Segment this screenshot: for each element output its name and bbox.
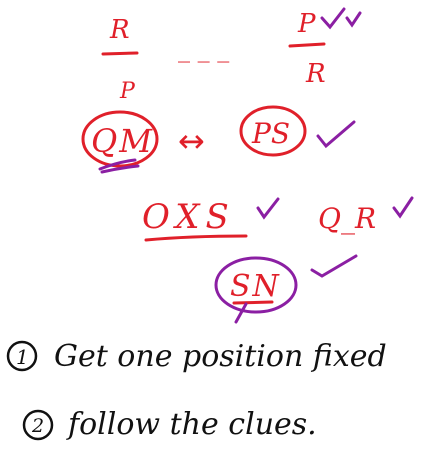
note-number-circle — [22, 409, 54, 441]
circle-qm — [81, 110, 159, 168]
underline-mark — [98, 158, 137, 171]
qm-text: QM — [91, 122, 154, 160]
left-fraction-numerator: R — [109, 15, 130, 45]
underline-mark — [100, 164, 140, 174]
underline-mark — [144, 234, 248, 242]
left-fraction-denominator: P — [119, 79, 136, 104]
fourth-row: SN — [214, 254, 358, 324]
third-row: OXS Q_R — [142, 196, 414, 242]
right-fraction-denominator: R — [305, 59, 326, 89]
sn-text: SN — [230, 269, 281, 304]
note-number: 1 — [16, 345, 29, 369]
checkmark-icon — [256, 197, 280, 220]
q-r-text: Q_R — [318, 202, 376, 235]
checkmark-icon — [310, 254, 358, 278]
right-fraction-numerator: P — [297, 9, 316, 39]
checkmark-icon — [320, 7, 346, 30]
right-fraction-bar — [288, 42, 326, 48]
double-arrow-icon: ↔ — [178, 122, 205, 160]
note-text: follow the clues. — [66, 407, 317, 442]
checkmark-icon — [316, 120, 356, 149]
ps-text: PS — [251, 117, 290, 150]
note-text: Get one position fixed — [54, 339, 387, 374]
notes: 1 Get one position fixed 2 follow the cl… — [6, 339, 387, 442]
underline-mark — [232, 300, 274, 305]
pen-stroke — [234, 302, 248, 324]
left-fraction-bar — [101, 51, 139, 56]
middle-row: P QM ↔ PS — [81, 79, 356, 174]
note-number-circle — [6, 340, 38, 372]
oxs-text: OXS — [142, 197, 235, 237]
blank-dashes: _ _ _ — [178, 35, 229, 63]
top-row: R _ _ _ P R — [101, 7, 362, 89]
note-number: 2 — [31, 415, 44, 437]
circle-ps — [239, 105, 307, 157]
circle-sn — [214, 256, 298, 314]
checkmark-icon — [392, 196, 414, 219]
checkmark-icon — [345, 11, 362, 28]
